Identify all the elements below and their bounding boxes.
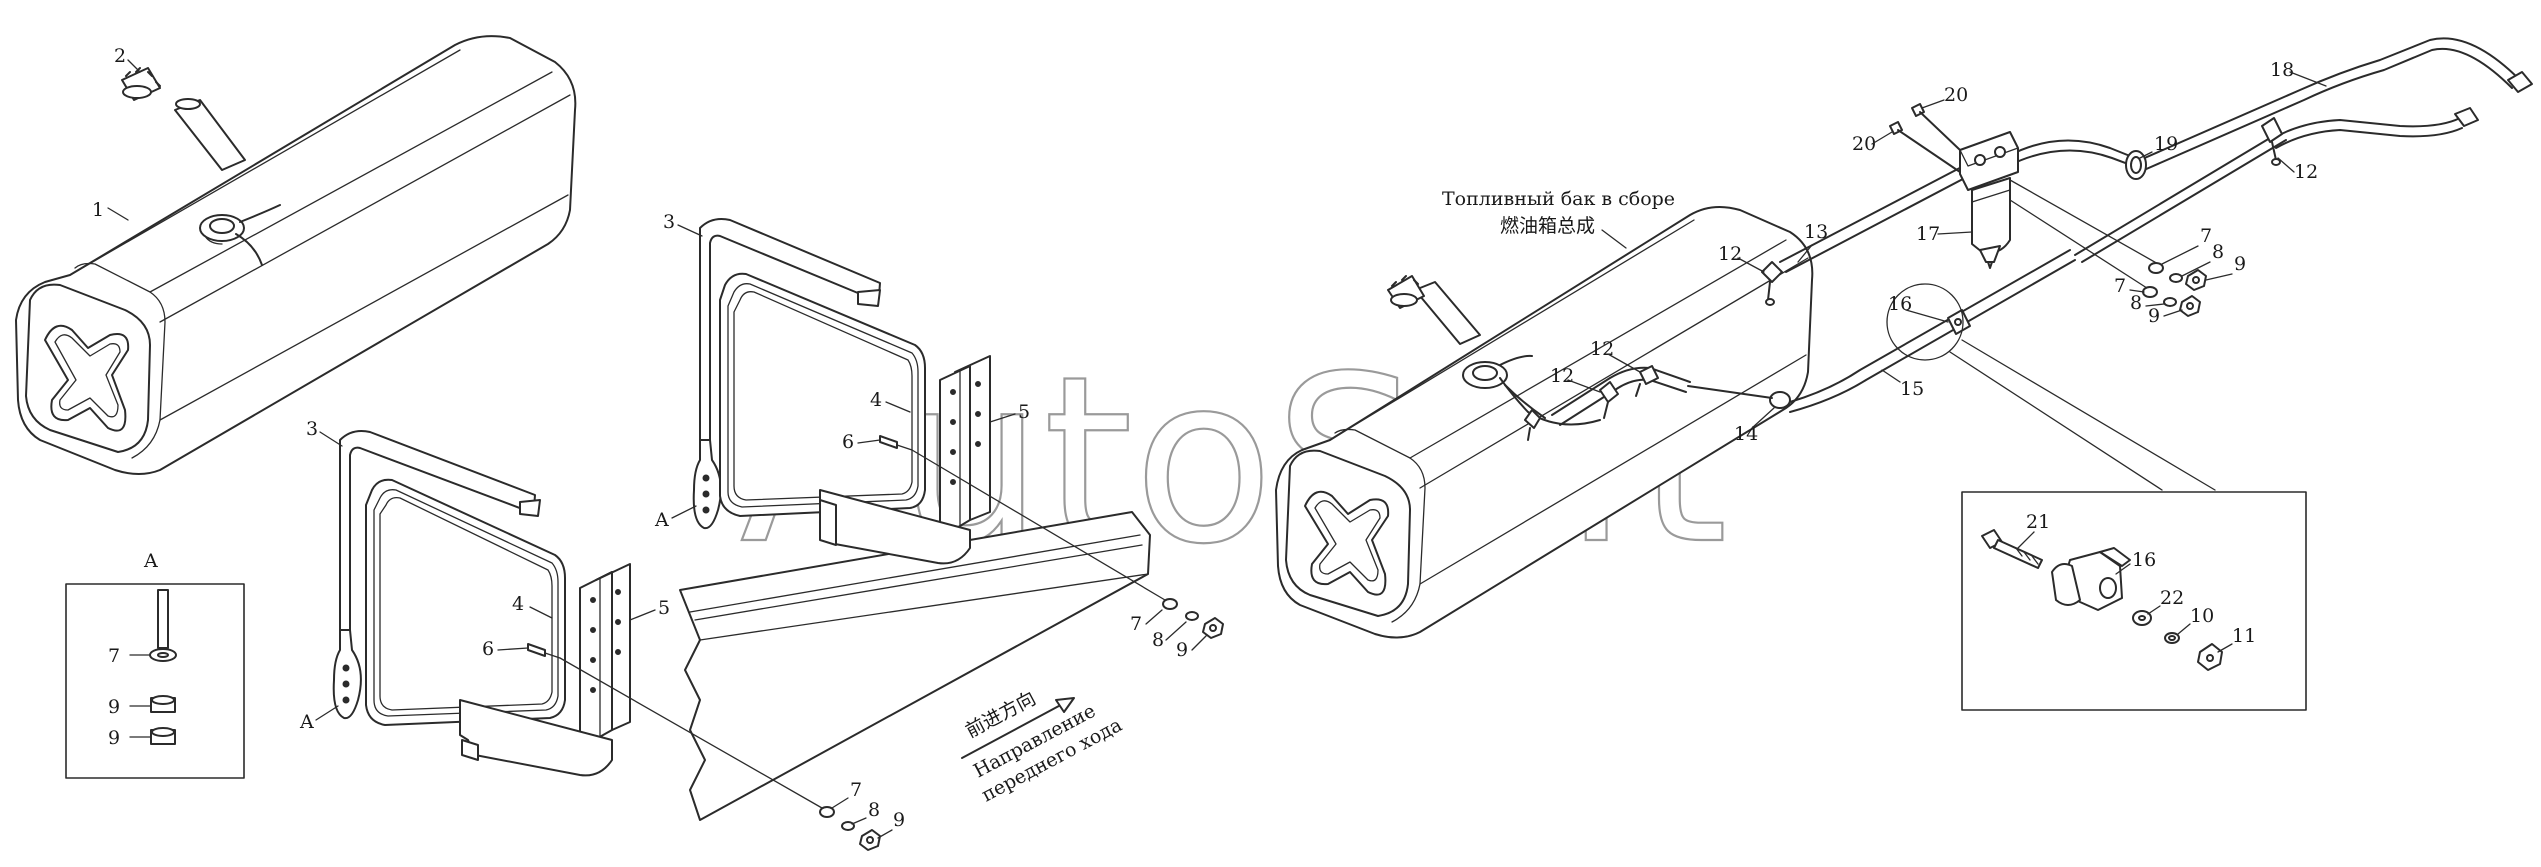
callout-3-upper: 3	[663, 211, 675, 233]
callout-4-lower: 4	[512, 593, 524, 615]
bracket-lower	[332, 430, 631, 777]
callout-20-top: 20	[1944, 84, 1968, 106]
callout-21: 21	[2026, 511, 2050, 533]
callout-18: 18	[2270, 59, 2294, 81]
callout-5-upper: 5	[1018, 401, 1030, 423]
fuel-lines	[1779, 37, 2533, 413]
forward-direction-arrow: 前进方向 Направление переднего хода	[961, 687, 1126, 806]
callout-A-upper: A	[654, 509, 669, 531]
callout-11: 11	[2232, 625, 2256, 647]
callout-9-filter-top: 9	[2234, 253, 2246, 275]
assembly-caption-zh: 燃油箱总成	[1500, 215, 1595, 237]
callout-20-left: 20	[1852, 133, 1876, 155]
callout-7-filter-top: 7	[2200, 225, 2212, 247]
callout-1: 1	[92, 199, 104, 221]
callout-16-detail: 16	[2132, 549, 2156, 571]
mounting-bolts-20	[1889, 103, 1961, 173]
washer-nut-set-upper	[1162, 598, 1224, 639]
callout-7-filter-bottom: 7	[2114, 275, 2126, 297]
detail-a-title: A	[143, 550, 158, 572]
callout-8-filter-bottom: 8	[2130, 292, 2142, 314]
filler-cap-icon	[121, 67, 161, 101]
callout-6-lower: 6	[482, 638, 494, 660]
assembly-caption-ru: Топливный бак в сборе	[1442, 188, 1675, 210]
callout-19: 19	[2154, 133, 2178, 155]
callout-15: 15	[1900, 378, 1924, 400]
callout-9-detail-upper: 9	[108, 696, 120, 718]
callout-7-upper: 7	[1130, 613, 1142, 635]
callout-8-upper: 8	[1152, 629, 1164, 651]
callout-5-lower: 5	[658, 597, 670, 619]
callout-9-detail-lower: 9	[108, 727, 120, 749]
callout-7-detail: 7	[108, 645, 120, 667]
frame-rail	[679, 511, 1151, 821]
callout-9-filter-bottom: 9	[2148, 305, 2160, 327]
washer-nut-set-lower	[819, 806, 881, 851]
callout-22: 22	[2160, 587, 2184, 609]
washer-nut-set-filter	[2142, 262, 2207, 317]
callout-12-tank: 12	[1718, 243, 1742, 265]
fuel-filter	[1959, 131, 2019, 269]
callout-12-pipe-mid: 12	[1590, 338, 1614, 360]
callout-10: 10	[2190, 605, 2214, 627]
callout-2: 2	[114, 45, 126, 67]
fuel-tank-assembly	[1275, 205, 1814, 639]
callout-12-pipe-left: 12	[1550, 365, 1574, 387]
callout-7-lower: 7	[850, 779, 862, 801]
bracket-upper	[692, 218, 991, 565]
callout-3-lower: 3	[306, 418, 318, 440]
fuel-sender-icon	[199, 204, 281, 266]
callout-A-lower: A	[299, 711, 314, 733]
callout-8-lower: 8	[868, 799, 880, 821]
callout-17: 17	[1916, 223, 1940, 245]
callout-8-filter-top: 8	[2212, 241, 2224, 263]
callout-9-upper: 9	[1176, 639, 1188, 661]
callout-12-right: 12	[2294, 161, 2318, 183]
detail-clip-box	[1961, 491, 2307, 711]
magnify-circle	[1886, 283, 1964, 361]
fuel-sender-icon	[1462, 354, 1601, 426]
fuel-tank-left	[15, 35, 577, 475]
filler-cap-icon	[1387, 275, 1425, 309]
callout-9-lower: 9	[893, 809, 905, 831]
callout-6-upper: 6	[842, 431, 854, 453]
detail-a-box: A	[65, 550, 245, 779]
callout-13: 13	[1804, 221, 1828, 243]
callout-16-pipe: 16	[1888, 293, 1912, 315]
callout-4-upper: 4	[870, 389, 882, 411]
